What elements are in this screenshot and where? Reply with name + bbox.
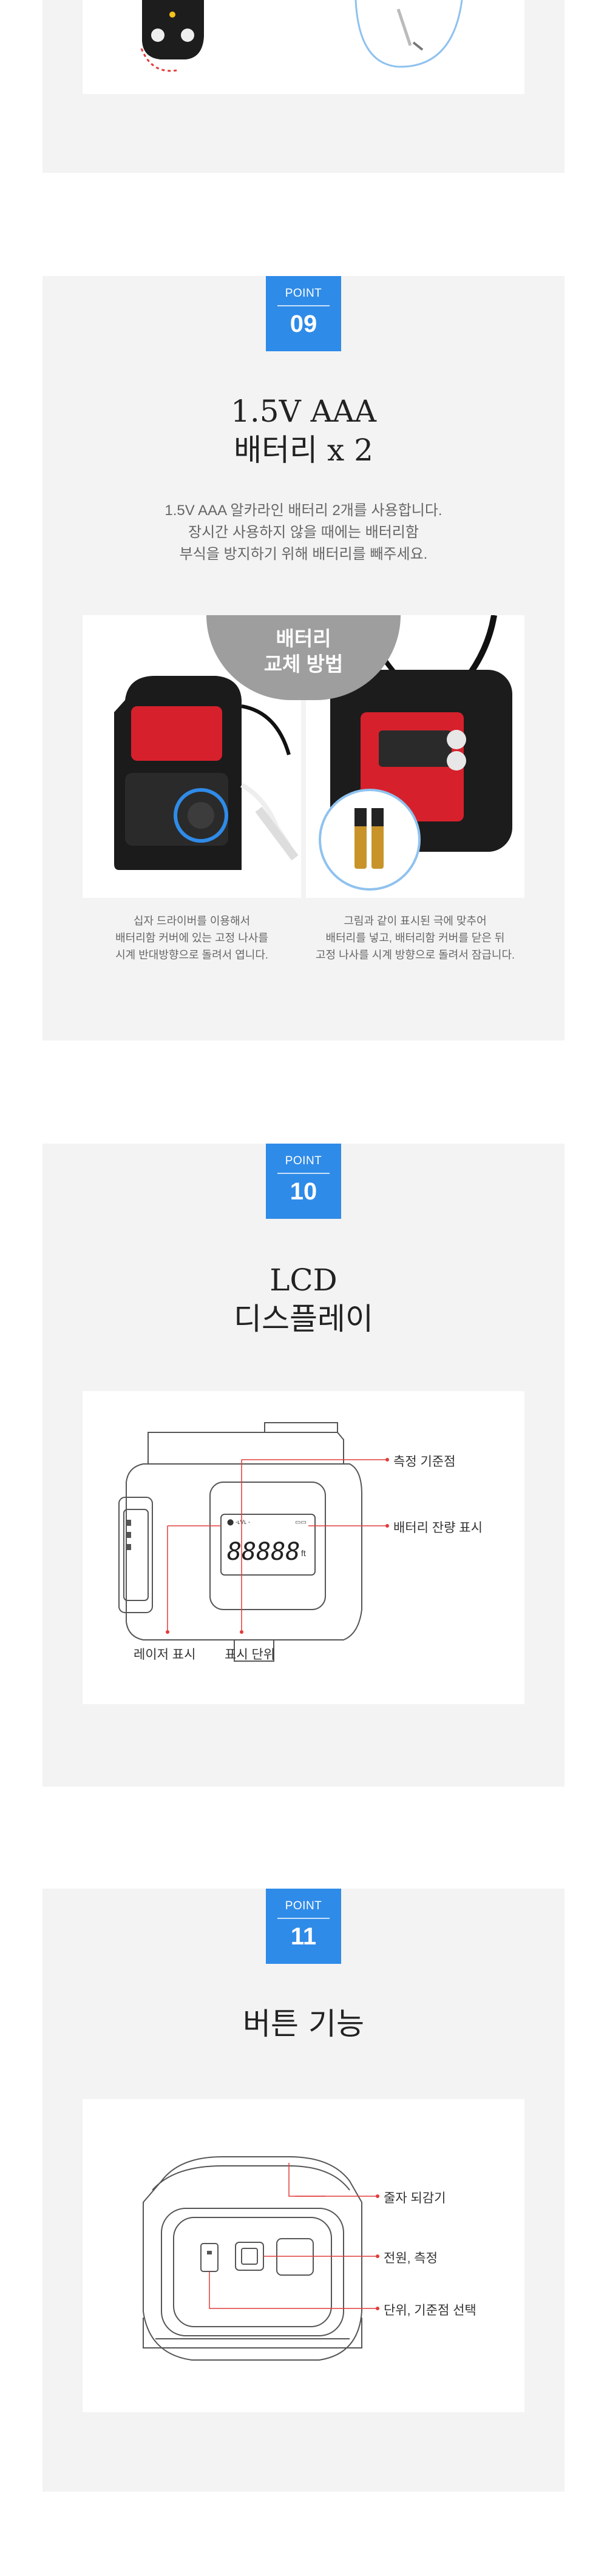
point-badge-10: POINT 10: [266, 1144, 341, 1219]
badge-label: POINT: [285, 1900, 322, 1912]
previous-section-card: [83, 0, 524, 94]
caption-line: 배터리를 넣고, 배터리함 커버를 닫은 뒤: [325, 932, 505, 944]
caption-line: 십자 드라이버를 이용해서: [133, 915, 251, 927]
section-title: 1.5V AAA 배터리 x 2: [0, 392, 607, 470]
lcd-line-drawing: ⬤ -ʟVʟ - ▭▭ 88888 ft: [118, 1422, 389, 1662]
title-line: LCD: [270, 1263, 337, 1298]
lcd-diagram-card: ⬤ -ʟVʟ - ▭▭ 88888 ft 측정 기준점 배터리 잔량 표시 레이…: [83, 1391, 524, 1704]
section-description: 1.5V AAA 알카라인 배터리 2개를 사용합니다. 장시간 사용하지 않을…: [0, 500, 607, 565]
lcd-unit: ft: [301, 1548, 306, 1558]
callout-battery-level: 배터리 잔량 표시: [393, 1521, 483, 1535]
caption-line: 고정 나사를 시계 방향으로 돌려서 잠급니다.: [315, 949, 515, 961]
section-title: 버튼 기능: [0, 2004, 607, 2043]
svg-text:⬤ -ʟVʟ -: ⬤ -ʟVʟ -: [227, 1519, 250, 1526]
badge-number: 10: [290, 1178, 317, 1205]
title-line: 디스플레이: [234, 1301, 373, 1337]
callout-power-measure: 전원, 측정: [384, 2251, 438, 2265]
badge-label: POINT: [285, 1155, 322, 1167]
badge-label: POINT: [285, 287, 322, 300]
point-badge-11: POINT 11: [266, 1889, 341, 1964]
title-line: 1.5V AAA: [231, 394, 376, 429]
tape-measure-open-cover-illustration: [114, 676, 299, 870]
description-line: 부식을 방지하기 위해 배터리를 빼주세요.: [179, 546, 428, 562]
callout-tape-rewind: 줄자 되감기: [384, 2191, 446, 2205]
right-image-caption: 그림과 같이 표시된 극에 맞추어 배터리를 넣고, 배터리함 커버를 닫은 뒤…: [306, 912, 524, 963]
title-line: 배터리 x 2: [234, 433, 373, 468]
badge-divider: [277, 1173, 330, 1174]
caption-line: 시계 반대방향으로 돌려서 엽니다.: [115, 949, 268, 961]
left-image-caption: 십자 드라이버를 이용해서 배터리함 커버에 있는 고정 나사를 시계 반대방향…: [83, 912, 301, 963]
description-line: 1.5V AAA 알카라인 배터리 2개를 사용합니다.: [164, 502, 443, 519]
badge-divider: [277, 1918, 330, 1919]
caption-line: 배터리함 커버에 있는 고정 나사를: [115, 932, 268, 944]
description-line: 장시간 사용하지 않을 때에는 배터리함: [188, 524, 419, 541]
callout-measure-reference: 측정 기준점: [393, 1455, 456, 1469]
point-badge-09: POINT 09: [266, 276, 341, 351]
tape-measure-battery-illustration: [319, 615, 512, 891]
callout-laser-indicator: 레이저 표시: [134, 1648, 196, 1662]
callout-display-unit: 표시 단위: [225, 1648, 276, 1662]
badge-number: 11: [290, 1923, 317, 1950]
section-title: LCD 디스플레이: [0, 1261, 607, 1338]
callout-unit-reference-select: 단위, 기준점 선택: [384, 2304, 476, 2318]
battery-insert-image: [306, 615, 524, 898]
previous-section-panel: [42, 0, 565, 173]
overlay-line: 배터리: [276, 627, 331, 650]
caption-line: 그림과 같이 표시된 극에 맞추어: [344, 915, 487, 927]
svg-text:▭▭: ▭▭: [295, 1519, 307, 1526]
button-diagram-card: 줄자 되감기 전원, 측정 단위, 기준점 선택: [83, 2099, 524, 2412]
badge-number: 09: [290, 311, 317, 337]
badge-divider: [277, 305, 330, 306]
button-line-drawing: [143, 2156, 379, 2361]
lcd-digits: 88888: [227, 1538, 300, 1566]
previous-product-illustration: [140, 0, 463, 72]
title-line: 버튼 기능: [243, 2006, 364, 2042]
overlay-line: 교체 방법: [263, 653, 344, 675]
